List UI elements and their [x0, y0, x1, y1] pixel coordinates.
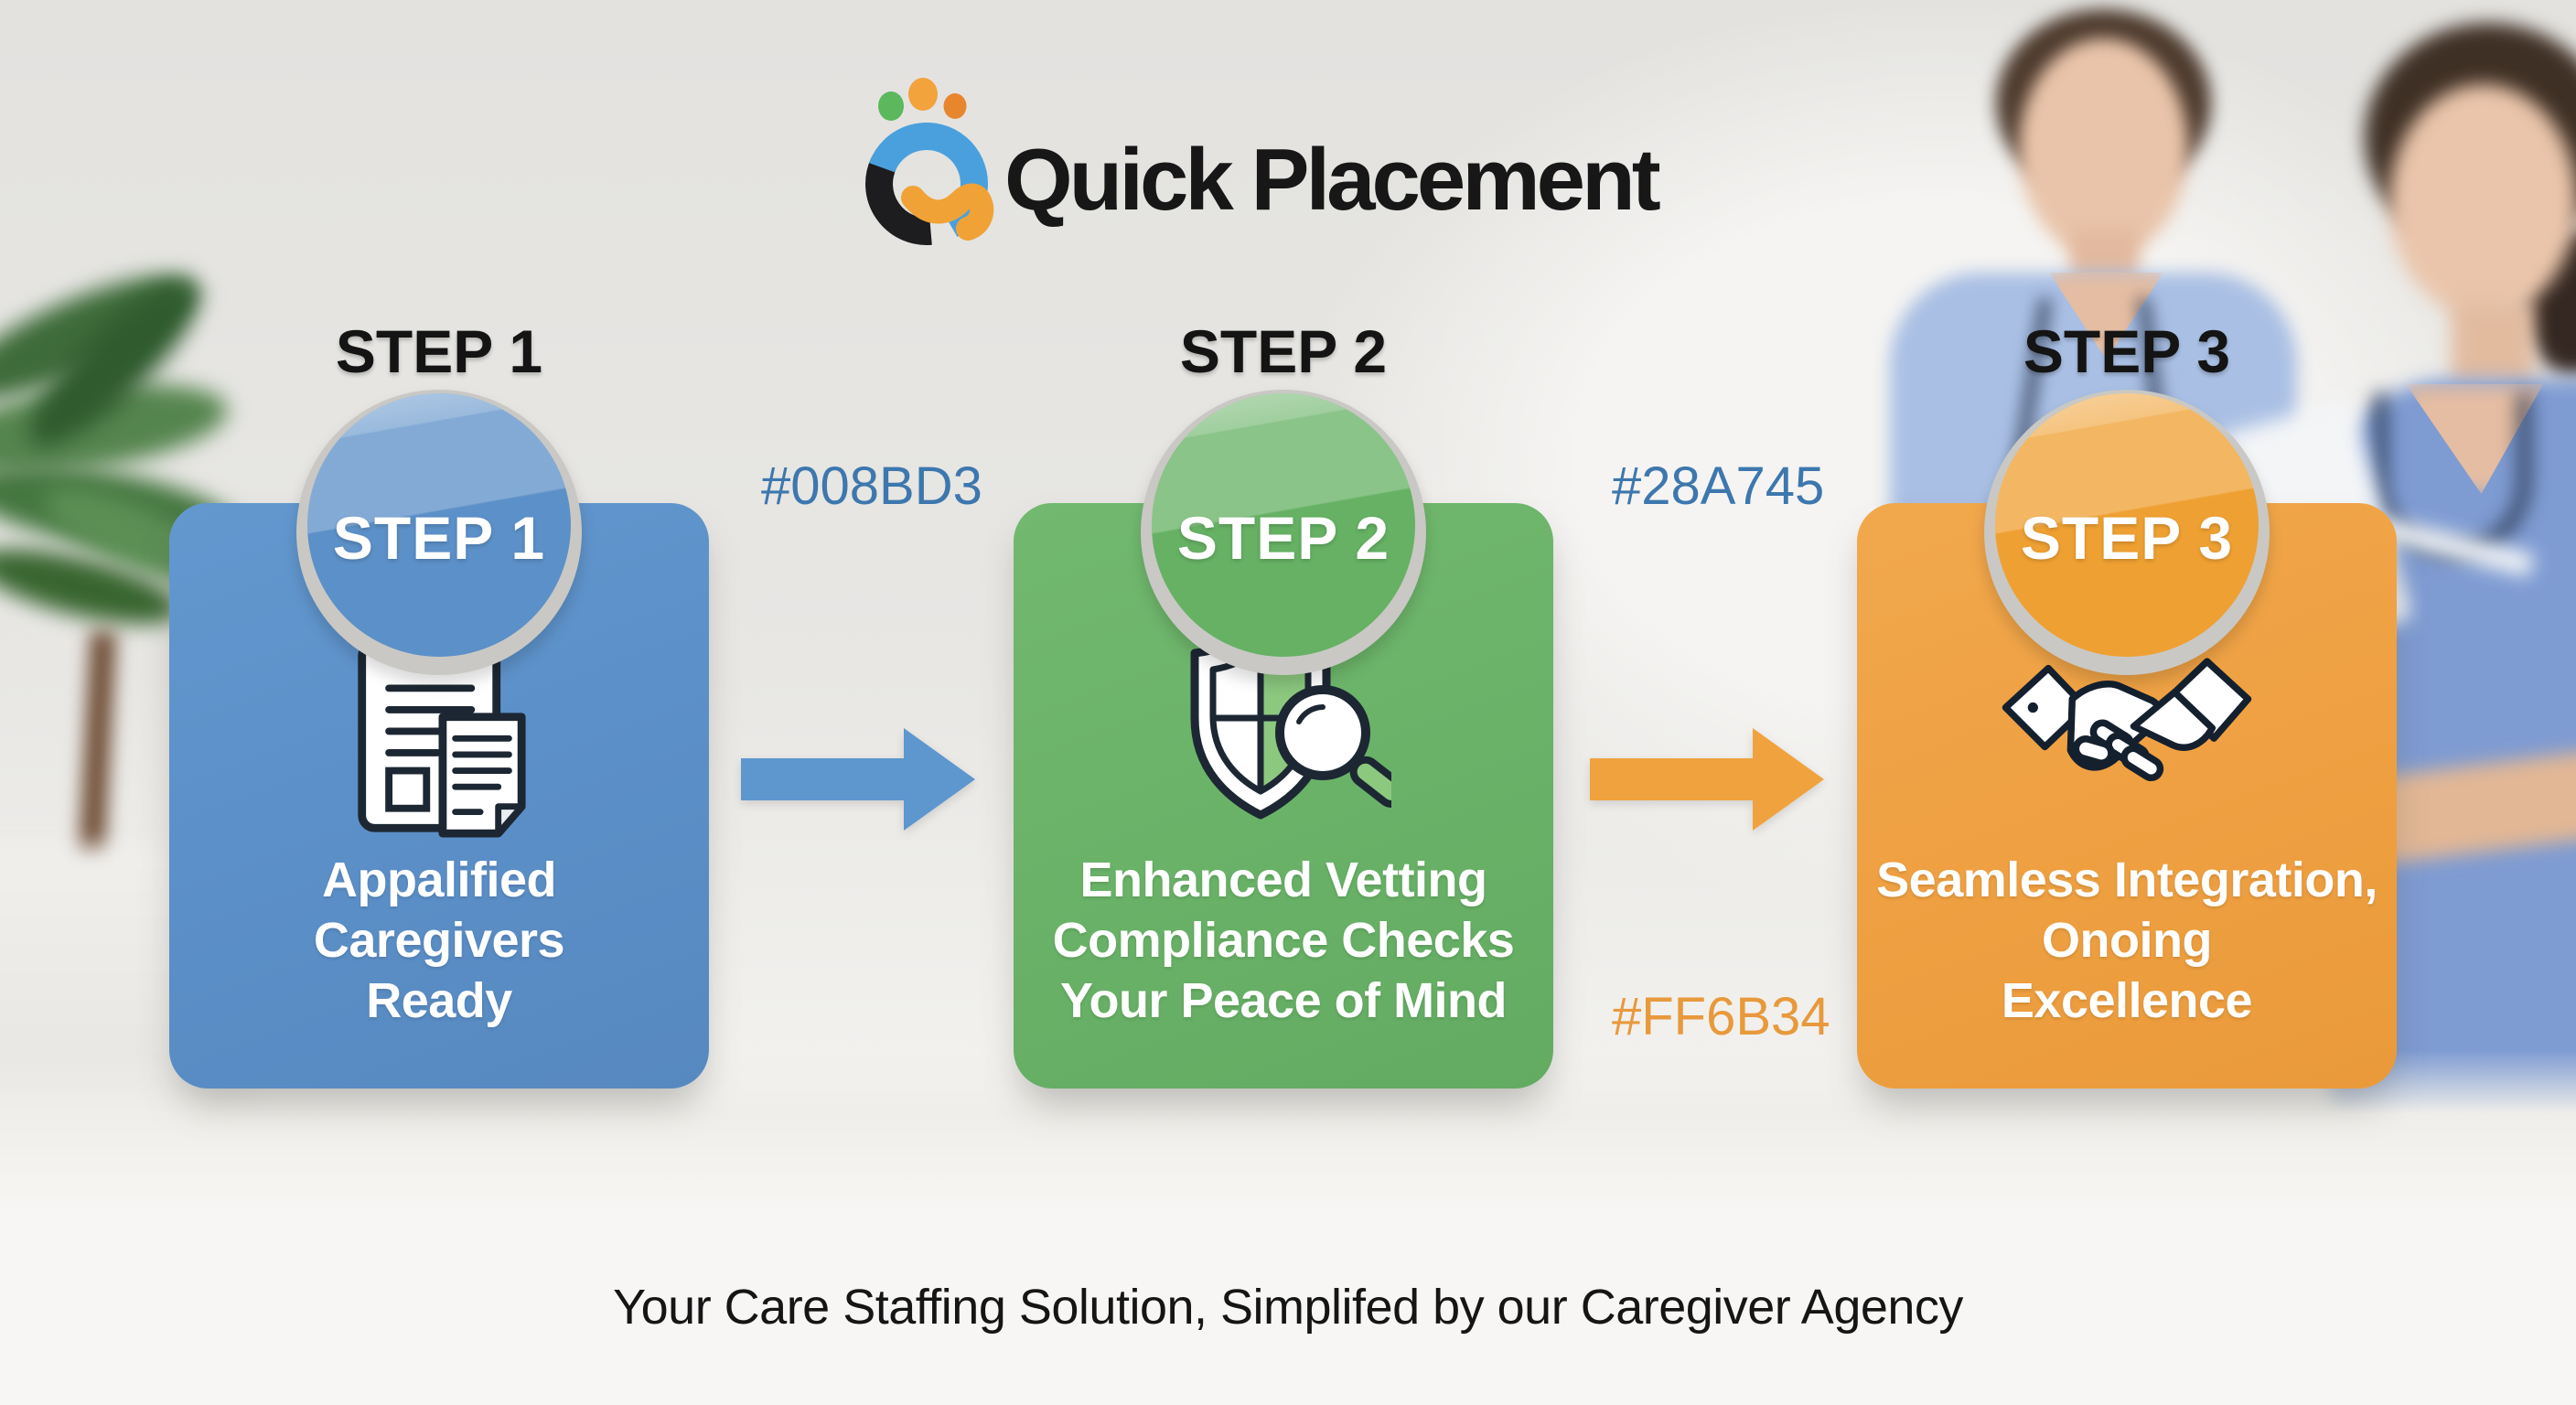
step-3-badge-label: STEP 3 — [2020, 504, 2234, 572]
step-3-description: Seamless Integration, Onoing Excellence — [1876, 853, 2377, 1028]
step-1-badge-label: STEP 1 — [332, 504, 546, 572]
step-1-heading: STEP 1 — [335, 317, 543, 385]
step-3-card: Seamless Integration, Onoing Excellence — [1857, 503, 2397, 1089]
handshake-icon — [1999, 609, 2255, 845]
step-3-heading: STEP 3 — [2023, 317, 2231, 385]
step-3-badge: STEP 3 — [1995, 393, 2259, 657]
hex-color-label-blue: #008BD3 — [761, 456, 982, 516]
step-2-badge: STEP 2 — [1152, 393, 1415, 657]
table-surface — [0, 1050, 2576, 1405]
brand-logo: Quick Placement — [860, 73, 1729, 265]
q-mark-icon — [865, 78, 994, 245]
plant-stem — [77, 630, 117, 879]
hex-color-label-green: #28A745 — [1612, 456, 1825, 516]
brand-name: Quick Placement — [1004, 131, 1661, 229]
tagline: Your Care Staffing Solution, Simplifed b… — [613, 1280, 1963, 1335]
arrow-right-icon — [1590, 728, 1824, 831]
hex-color-label-orange: #FF6B34 — [1612, 987, 1830, 1046]
step-1-badge: STEP 1 — [307, 393, 571, 657]
step-2-card: Enhanced Vetting Compliance Checks Your … — [1014, 503, 1553, 1089]
step-2-heading: STEP 2 — [1179, 317, 1388, 385]
step-1-description: Appalified Caregivers Ready — [313, 853, 565, 1028]
arrow-right-icon — [741, 728, 975, 831]
step-2-description: Enhanced Vetting Compliance Checks Your … — [1052, 853, 1515, 1028]
step-2-badge-label: STEP 2 — [1176, 504, 1390, 572]
